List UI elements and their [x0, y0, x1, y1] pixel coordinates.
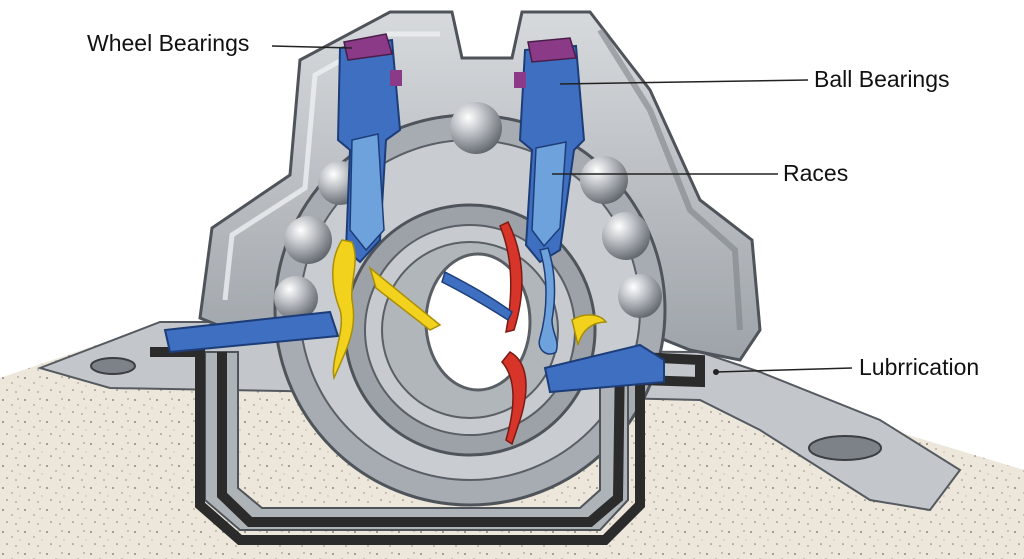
bolt-hole-right: [808, 435, 882, 461]
ball-bearing: [618, 274, 662, 318]
lube-blue-right: [538, 247, 558, 355]
cap-right-tab: [514, 72, 526, 88]
lube-red-upper: [499, 220, 523, 334]
lube-yellow-right: [571, 314, 608, 346]
label-wheel-bearings: Wheel Bearings: [87, 30, 250, 56]
ball-bearing: [450, 102, 502, 154]
housing-highlight: [222, 31, 440, 301]
lube-red-lower: [501, 351, 527, 446]
gasket: [150, 347, 705, 545]
ball-bearing: [602, 212, 650, 260]
ball-bearing: [580, 156, 628, 204]
cap-left-tab: [390, 70, 402, 86]
ball-bearing: [274, 276, 318, 320]
cap-right: [527, 37, 577, 63]
lube-yellow-left: [332, 239, 356, 381]
ball-bearing: [284, 216, 332, 264]
lube-blue-left: [441, 270, 513, 322]
lube-yellow-arrow: [368, 265, 442, 331]
leader-dot: [713, 369, 719, 375]
label-lubrication: Lubrrication: [859, 354, 980, 380]
seal-left-flange: [163, 310, 340, 354]
seal-right-flange: [543, 343, 665, 394]
leader-ball-bearings: [559, 79, 809, 85]
leader-wheel-bearings: [271, 45, 353, 49]
cap-left: [343, 33, 393, 61]
right-race-insert: [531, 141, 567, 248]
left-race-insert: [349, 133, 385, 252]
leader-lubrication: [715, 367, 853, 373]
label-races: Races: [783, 160, 849, 186]
bolt-hole-left: [90, 357, 136, 375]
label-ball-bearings: Ball Bearings: [814, 66, 950, 92]
